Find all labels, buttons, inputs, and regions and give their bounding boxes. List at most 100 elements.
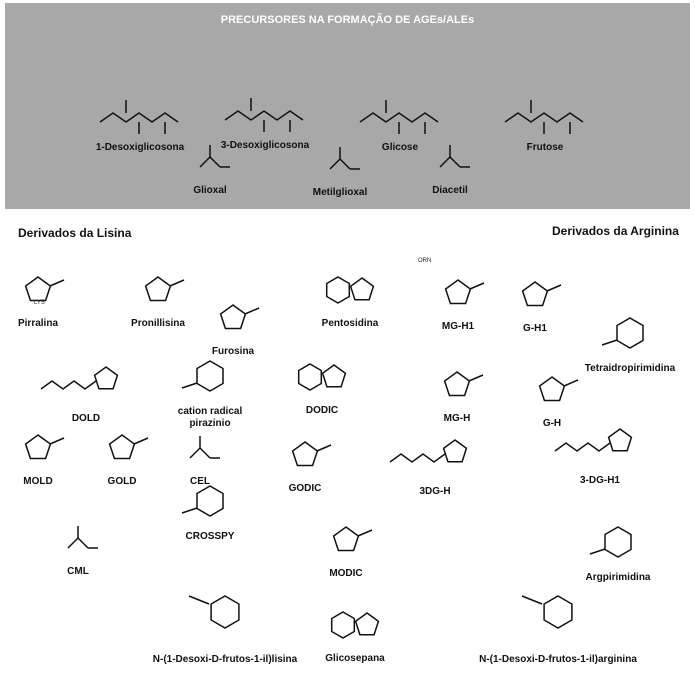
compound-label: G-H1 (523, 323, 547, 334)
carbon-chain-bond (67, 536, 89, 549)
ring-bond (442, 439, 468, 463)
ring-bond (291, 441, 319, 467)
ring-bond (219, 304, 247, 330)
ring-bond (24, 276, 52, 302)
ring-bond (108, 434, 136, 460)
compound-label: CEL (190, 476, 210, 487)
compound-label: DOLD (71, 413, 101, 424)
ring-bond (521, 281, 549, 307)
compound-label: MG-H (443, 413, 471, 424)
compound-label: Glicose (381, 142, 419, 153)
ring-bond (444, 279, 472, 305)
substituent-bond (316, 444, 332, 452)
ring-bond (210, 595, 240, 629)
ring-bond (607, 428, 633, 452)
panel-title: PRECURSORES NA FORMAÇÃO DE AGEs/ALEs (220, 14, 475, 26)
substituent-bond (125, 100, 166, 134)
carbonyl-bond (209, 145, 230, 168)
compound-label: Argpirimidina (585, 572, 651, 583)
ring-bond (144, 276, 172, 302)
carbon-chain-bond (329, 157, 351, 170)
compound-label: 1-Desoxiglicosona (95, 142, 185, 153)
orn-atom-label: ORN (418, 258, 432, 264)
ring-bond (543, 595, 573, 629)
carbon-chain-bond (554, 442, 611, 452)
ring-bond (616, 317, 644, 349)
compound-label: MG-H1 (441, 321, 475, 332)
compound-label: Glioxal (193, 185, 227, 196)
compound-label: MODIC (329, 568, 363, 579)
ring-bond (196, 485, 224, 517)
ring-bond (332, 526, 360, 552)
compound-label: Tetraidropirimidina (584, 363, 676, 374)
substituent-bond (133, 437, 149, 445)
compound-label: Furosina (211, 346, 255, 357)
compound-label: Metilglioxal (312, 187, 368, 198)
compound-label: Diacetil (432, 185, 468, 196)
compound-label: 3-Desoxiglicosona (220, 140, 310, 151)
carbon-chain-bond (504, 112, 584, 123)
compound-label: N-(1-Desoxi-D-frutos-1-il)lisina (152, 654, 298, 665)
section-title-lysine: Derivados da Lisina (18, 226, 132, 240)
substituent-bond (244, 307, 260, 315)
compound-label: CML (67, 566, 89, 577)
carbonyl-bond (449, 145, 470, 168)
precursor-panel (5, 3, 690, 209)
substituent-bond (49, 279, 65, 287)
substituent-bond (521, 595, 543, 605)
carbon-chain-bond (199, 155, 221, 168)
substituent-bond (169, 279, 185, 287)
carbonyl-bond (77, 526, 98, 549)
carbon-chain-bond (189, 446, 211, 459)
ring-bond (325, 276, 351, 304)
compound-label: Glicosepana (325, 653, 385, 664)
substituent-bond (563, 379, 579, 387)
carbon-chain-bond (439, 155, 461, 168)
ring-bond (443, 371, 471, 397)
substituent-bond (546, 284, 562, 292)
substituent-bond (589, 548, 606, 555)
carbon-chain-bond (40, 380, 97, 390)
ring-bond (196, 360, 224, 392)
compound-label: GODIC (288, 483, 322, 494)
compound-label: Pirralina (17, 318, 59, 329)
carbonyl-bond (199, 436, 220, 459)
compound-label: Pronillisina (131, 318, 185, 329)
compound-label: MOLD (23, 476, 53, 487)
compound-label: 3DG-H (419, 486, 451, 497)
carbonyl-bond (339, 147, 360, 170)
substituent-bond (181, 507, 198, 514)
ring-bond (330, 611, 356, 639)
carbon-chain-bond (359, 112, 439, 123)
substituent-bond (468, 374, 484, 382)
compound-label: Frutose (526, 142, 564, 153)
lys-atom-label: LYS (34, 300, 45, 306)
compound-label: Pentosidina (321, 318, 379, 329)
ring-bond (354, 612, 380, 636)
compound-label: N-(1-Desoxi-D-frutos-1-il)arginina (479, 654, 637, 665)
carbon-chain-bond (99, 112, 179, 123)
carbon-chain-bond (389, 453, 446, 463)
compound-label: DODIC (305, 405, 339, 416)
substituent-bond (385, 100, 426, 134)
substituent-bond (469, 282, 485, 290)
ring-bond (321, 364, 347, 388)
ring-bond (24, 434, 52, 460)
section-title-arginine: Derivados da Arginina (552, 224, 679, 238)
ring-bond (538, 376, 566, 402)
substituent-bond (188, 595, 210, 605)
compound-label: 3-DG-H1 (579, 475, 621, 486)
compound-label: CROSSPY (185, 531, 235, 542)
carbon-chain-bond (224, 110, 304, 121)
substituent-bond (181, 382, 198, 389)
ring-bond (349, 277, 375, 301)
substituent-bond (357, 529, 373, 537)
ring-bond (93, 366, 119, 390)
substituent-bond (530, 100, 571, 134)
compound-label: G-H (542, 418, 562, 429)
ring-bond (297, 363, 323, 391)
ring-bond (604, 526, 632, 558)
substituent-bond (250, 98, 291, 132)
compound-label: cation radical pirazinio (177, 406, 243, 429)
